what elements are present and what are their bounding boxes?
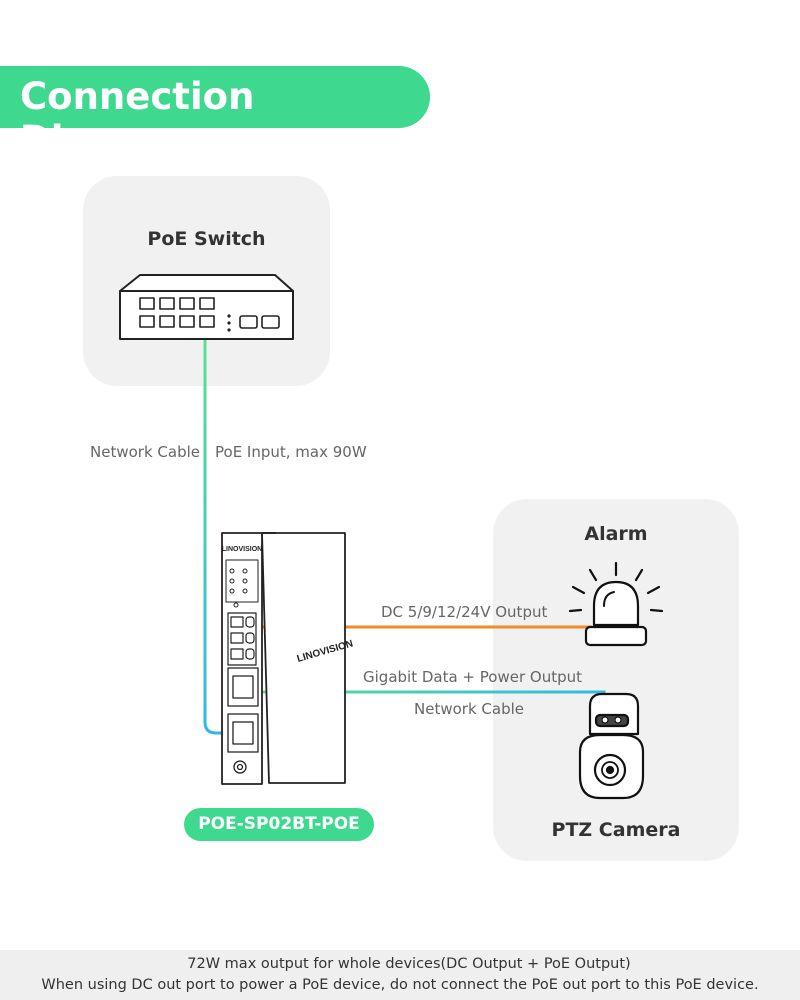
network-cable-top-label: Network Cable [90, 443, 200, 461]
ptz-camera-icon [578, 692, 645, 800]
footer-line-1-text: 72W max output for whole devices(DC Outp… [187, 956, 631, 972]
dc-output-label: DC 5/9/12/24V Output [381, 603, 548, 621]
splitter-device-icon [221, 532, 346, 785]
page-title: Connection Diagram [20, 75, 255, 161]
ptz-camera-heading: PTZ Camera [551, 819, 681, 841]
gigabit-output-label: Gigabit Data + Power Output [363, 668, 582, 686]
devices-card [493, 499, 739, 861]
network-cable-bottom-label: Network Cable [414, 700, 524, 718]
poe-switch-heading: PoE Switch [147, 228, 266, 250]
footer-line-1: 72W max output for whole devices(DC Outp… [0, 956, 800, 972]
footer-note: 72W max output for whole devices(DC Outp… [0, 950, 800, 1000]
alarm-light-icon [568, 561, 664, 647]
device-brand-front: LINOVISION [222, 546, 262, 553]
poe-input-label: PoE Input, max 90W [215, 443, 367, 461]
alarm-heading: Alarm [584, 523, 648, 545]
model-badge: POE-SP02BT-POE [184, 808, 374, 841]
title-banner: Connection Diagram [0, 66, 430, 161]
footer-line-2: When using DC out port to power a PoE de… [41, 977, 759, 993]
network-cable-input [203, 340, 236, 735]
switch-icon [119, 274, 294, 340]
